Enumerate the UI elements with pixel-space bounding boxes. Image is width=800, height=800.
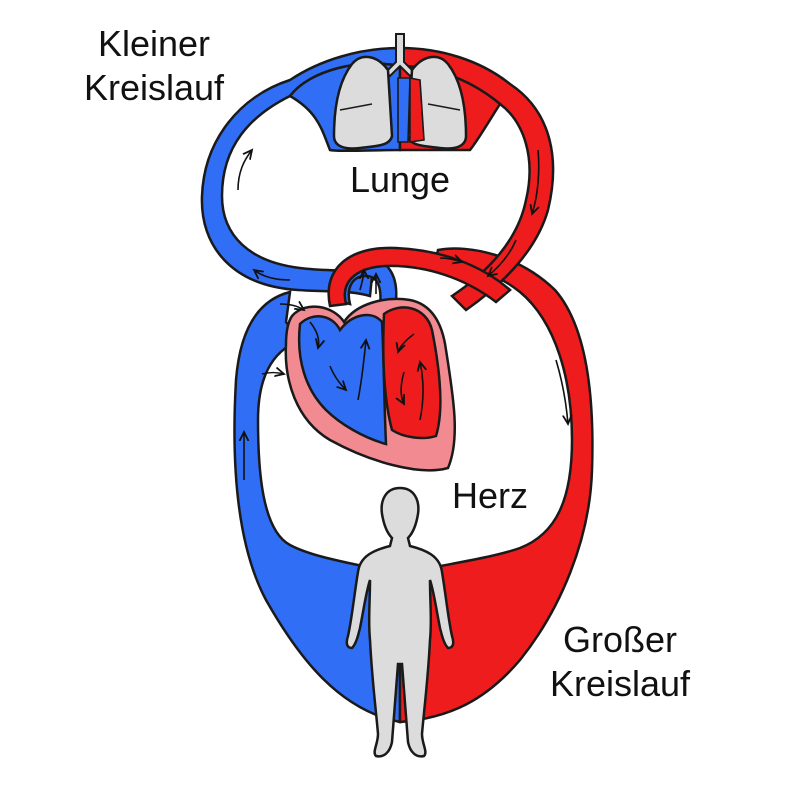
heart — [284, 297, 457, 472]
human-body — [345, 486, 455, 758]
label-lung: Lunge — [349, 159, 451, 200]
human-figure — [345, 486, 455, 758]
flow-arrows — [237, 150, 568, 480]
trachea — [384, 33, 416, 78]
label-large-circulation-line1: Großer — [562, 619, 677, 660]
label-large-circulation-line2: Kreislauf — [549, 663, 691, 704]
label-heart: Herz — [451, 475, 528, 516]
body-artery-red — [398, 247, 594, 724]
pulmonary-loop-blue — [200, 46, 402, 298]
label-small-circulation: Kleiner Kreislauf — [64, 22, 244, 110]
label-large-circulation: Großer Kreislauf — [520, 618, 720, 706]
lung-vessel-blue — [397, 77, 411, 143]
label-small-circulation-line1: Kleiner — [97, 23, 211, 64]
left-heart-red — [382, 306, 442, 440]
label-small-circulation-line2: Kreislauf — [83, 67, 225, 108]
lungs — [332, 33, 468, 150]
lung-vessel-red — [409, 77, 425, 143]
left-lung — [332, 55, 394, 150]
